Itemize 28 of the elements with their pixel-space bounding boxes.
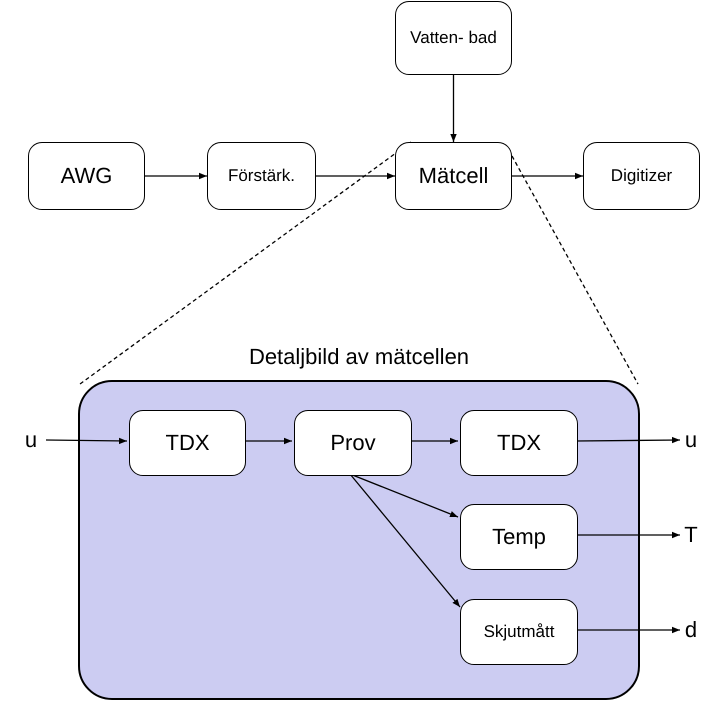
signal-label: T (680, 519, 702, 551)
signal-label: d (680, 614, 702, 646)
arrow (350, 474, 460, 608)
process-box: TDX (460, 410, 578, 476)
arrow (450, 75, 457, 142)
process-box: AWG (28, 142, 145, 210)
process-box: Mätcell (395, 142, 512, 210)
process-box: Skjutmått (460, 599, 578, 665)
arrow (145, 172, 207, 180)
process-box: Vatten- bad (395, 1, 512, 75)
process-box: Prov (294, 410, 412, 476)
panel-heading: Detaljbild av mätcellen (248, 344, 470, 370)
arrow (576, 532, 680, 538)
zoom-line (511, 156, 639, 384)
process-box: Digitizer (583, 142, 700, 210)
process-box: Temp (460, 504, 578, 570)
process-box: TDX (129, 410, 246, 476)
arrow (512, 172, 583, 180)
arrow (576, 626, 680, 634)
arrow (316, 172, 395, 180)
zoom-line (80, 141, 412, 385)
arrow (244, 438, 292, 444)
signal-label: u (680, 424, 702, 456)
arrow (46, 438, 127, 444)
process-box: Förstärk. (207, 142, 316, 210)
arrow (410, 438, 458, 444)
arrow (576, 436, 680, 444)
signal-label: u (16, 424, 46, 456)
